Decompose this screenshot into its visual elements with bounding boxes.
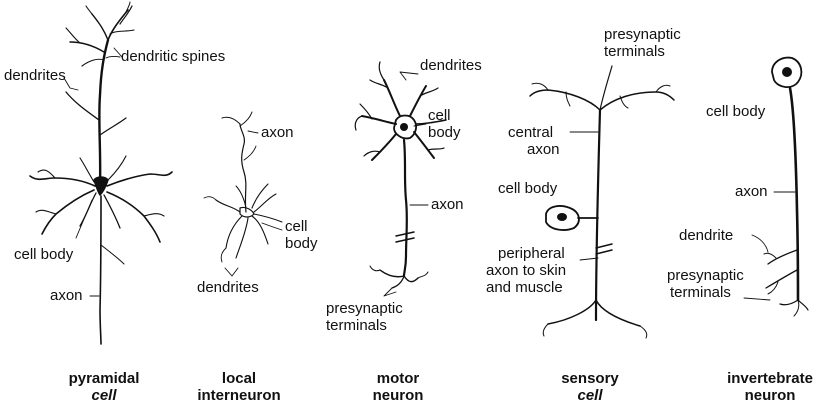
label-presynaptic-sensory-1: presynaptic [604, 27, 681, 43]
caption-sensory-line-2: cell [540, 387, 640, 404]
caption-local-interneuron: local interneuron [180, 370, 298, 404]
caption-motor-line-2: neuron [348, 387, 448, 404]
label-axon-invertebrate: axon [735, 184, 768, 200]
caption-pyramidal-cell: pyramidal cell [48, 370, 160, 404]
caption-interneuron-line-2: interneuron [180, 387, 298, 404]
label-body-interneuron: body [285, 236, 318, 252]
label-central-axon-2: axon [527, 142, 560, 158]
caption-invertebrate-neuron: invertebrate neuron [711, 370, 829, 404]
label-body-motor: body [428, 125, 461, 141]
label-cell-interneuron: cell [285, 219, 308, 235]
caption-motor-line-1: motor [348, 370, 448, 387]
sensory-cell-drawing [530, 66, 674, 338]
label-presynaptic-invertebrate-1: presynaptic [667, 268, 744, 284]
label-peripheral-3: and muscle [486, 280, 563, 296]
caption-invertebrate-line-1: invertebrate [711, 370, 829, 387]
label-axon-interneuron: axon [261, 125, 294, 141]
label-dendrites-pyramidal: dendrites [4, 68, 66, 84]
caption-pyramidal-line-2: cell [48, 387, 160, 404]
caption-pyramidal-line-1: pyramidal [48, 370, 160, 387]
label-cell-body-invertebrate: cell body [706, 104, 765, 120]
caption-interneuron-line-1: local [180, 370, 298, 387]
label-peripheral-2: axon to skin [486, 263, 566, 279]
label-peripheral-1: peripheral [498, 246, 565, 262]
label-dendrites-interneuron: dendrites [197, 280, 259, 296]
label-presynaptic-motor-1: presynaptic [326, 301, 403, 317]
label-presynaptic-sensory-2: terminals [604, 44, 665, 60]
leader-lines [64, 48, 795, 300]
label-dendrite-invertebrate: dendrite [679, 228, 733, 244]
label-dendrites-motor: dendrites [420, 58, 482, 74]
label-axon-motor: axon [431, 197, 464, 213]
label-cell-motor: cell [428, 108, 451, 124]
label-presynaptic-motor-2: terminals [326, 318, 387, 334]
label-central-axon-1: central [508, 125, 553, 141]
caption-sensory-line-1: sensory [540, 370, 640, 387]
caption-invertebrate-line-2: neuron [711, 387, 829, 404]
label-dendritic-spines: dendritic spines [121, 49, 225, 65]
caption-motor-neuron: motor neuron [348, 370, 448, 404]
label-cell-body-pyramidal: cell body [14, 247, 73, 263]
label-axon-pyramidal: axon [50, 288, 83, 304]
label-cell-body-sensory: cell body [498, 181, 557, 197]
motor-neuron-drawing [355, 62, 446, 296]
label-presynaptic-invertebrate-2: terminals [670, 285, 731, 301]
caption-sensory-cell: sensory cell [540, 370, 640, 404]
